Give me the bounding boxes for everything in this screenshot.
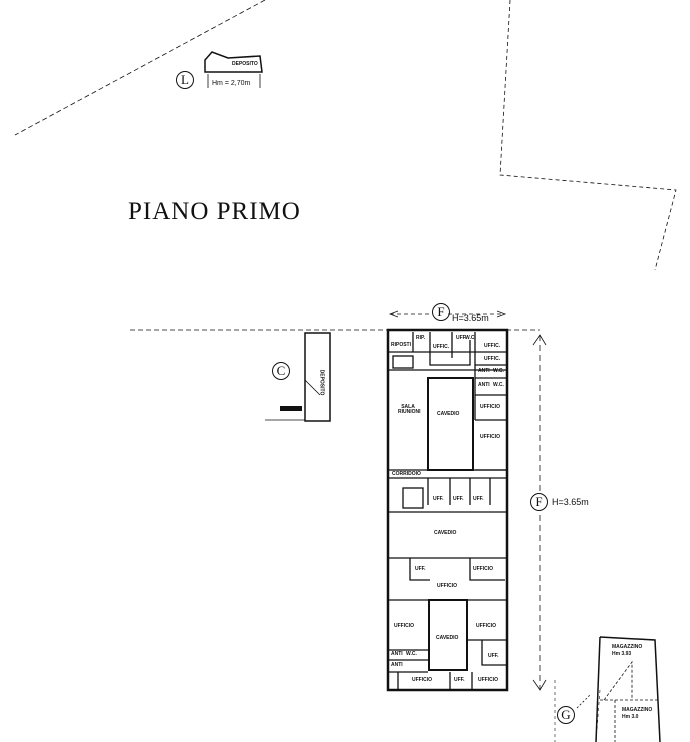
wall <box>388 639 507 690</box>
marker-g: G <box>557 706 575 724</box>
room-label: UFFICIO <box>480 404 500 410</box>
room-label: MAGAZZINO <box>622 707 653 713</box>
room-label: MAGAZZINO <box>612 644 643 650</box>
deposito-c-stair <box>280 406 302 411</box>
room-label: UFFIC. <box>484 343 501 349</box>
room-label: CAVEDIO <box>437 411 460 417</box>
height-l: Hm = 2,70m <box>212 80 251 87</box>
marker-f-top: F <box>432 303 450 321</box>
room-label: CAVEDIO <box>436 635 459 641</box>
room-label: SALA RIUNIONI <box>398 404 421 415</box>
section-arrows-right <box>532 334 547 691</box>
deposito-c-leader <box>265 379 321 421</box>
wall <box>427 478 491 505</box>
room-label: ANTI <box>478 382 490 388</box>
room-label: W.C. <box>493 382 504 388</box>
marker-l: L <box>176 71 194 89</box>
height-g1: Hm 3.93 <box>612 651 632 657</box>
room-label: UFF. <box>454 677 465 683</box>
room-label: UFFICIO <box>437 583 457 589</box>
wall <box>388 469 507 479</box>
room-label: UFFICIO <box>478 677 498 683</box>
boundary-right <box>499 0 677 271</box>
room-label: UFFICIO <box>394 623 414 629</box>
room-label: UFF. <box>456 335 467 341</box>
room-label: ANTI <box>391 662 403 668</box>
building-outline <box>386 328 509 692</box>
room-label: DEPOSITO <box>232 61 258 67</box>
room-label: UFFIC. <box>484 356 501 362</box>
deposito-l-height-bracket <box>207 74 261 88</box>
room-label: UFF. <box>453 496 464 502</box>
room-label: W.C. <box>406 651 417 657</box>
marker-f-right: F <box>530 493 548 511</box>
interior-walls <box>388 332 507 690</box>
magazzino-interior <box>600 660 660 742</box>
cavedio-outline <box>428 599 468 671</box>
wall <box>409 558 505 581</box>
room-label: UFFICIO <box>473 566 493 572</box>
room-label: UFFICIO <box>412 677 432 683</box>
room-label: UFFICIO <box>480 434 500 440</box>
room-label: RIPOSTI <box>391 342 412 348</box>
stairwell <box>402 487 424 509</box>
section-arrows-top <box>388 310 507 318</box>
marker-g-leader <box>576 694 591 709</box>
room-label: CORRIDOIO <box>392 471 421 477</box>
floor-title: PIANO PRIMO <box>128 198 301 225</box>
deposito-l-outline <box>204 51 263 73</box>
wall <box>388 511 507 559</box>
room-label: RIP. <box>416 335 426 341</box>
room-label: ANTI <box>478 368 490 374</box>
marker-c: C <box>272 362 290 380</box>
room-label: W.C. <box>465 335 476 341</box>
height-g2: Hm 3.0 <box>622 714 639 720</box>
wall <box>388 332 507 471</box>
room-label: W.C. <box>493 368 504 374</box>
deposito-c-outline <box>304 332 331 422</box>
cavedio-outline <box>427 377 474 471</box>
room-label: UFF. <box>433 496 444 502</box>
room-label: DEPOSITO <box>318 369 325 396</box>
height-f-top: H=3.65m <box>452 313 489 323</box>
room-label: UFF. <box>473 496 484 502</box>
stairwell <box>392 355 414 369</box>
room-label: UFFIC. <box>433 344 450 350</box>
height-f-right: H=3.65m <box>552 497 589 507</box>
boundary-diagonal <box>14 0 266 136</box>
magazzino-outline <box>595 636 661 742</box>
room-label: UFF. <box>415 566 426 572</box>
room-label: CAVEDIO <box>434 530 457 536</box>
room-label: UFFICIO <box>476 623 496 629</box>
room-label: ANTI <box>391 651 403 657</box>
room-label: UFF. <box>488 653 499 659</box>
